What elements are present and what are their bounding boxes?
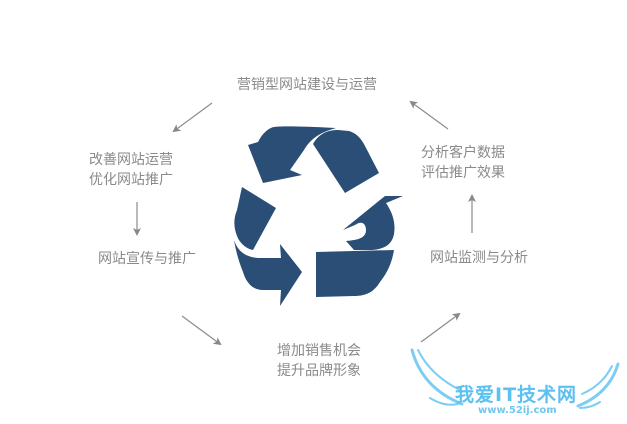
step-text-line-1: 改善网站运营	[89, 152, 173, 168]
arrow-left-to-bottom	[181, 315, 222, 346]
step-text: 网站监测与分析	[430, 250, 528, 266]
arrow-bottom-to-right	[420, 312, 461, 343]
step-website-build-operate: 营销型网站建设与运营	[237, 75, 377, 95]
step-text-line-2: 评估推广效果	[421, 165, 505, 181]
step-text-line-2: 提升品牌形象	[277, 363, 361, 379]
watermark-title: 我爱IT技术网	[455, 384, 578, 406]
step-text-line-1: 分析客户数据	[421, 145, 505, 161]
watermark-url: www.52ij.com	[478, 405, 557, 416]
step-customer-data: 分析客户数据 评估推广效果	[421, 143, 505, 183]
step-improve-operations: 改善网站运营 优化网站推广	[89, 150, 173, 190]
arrow-right-to-top	[409, 100, 449, 130]
step-text-line-1: 增加销售机会	[277, 343, 361, 359]
step-sales-brand: 增加销售机会 提升品牌形象	[277, 341, 361, 381]
arrow-top-to-left	[172, 102, 213, 133]
step-text: 网站宣传与推广	[98, 251, 196, 267]
step-promotion: 网站宣传与推广	[98, 249, 196, 269]
step-text-line-2: 优化网站推广	[89, 172, 173, 188]
step-monitoring-analysis: 网站监测与分析	[430, 248, 528, 268]
step-text: 营销型网站建设与运营	[237, 77, 377, 93]
